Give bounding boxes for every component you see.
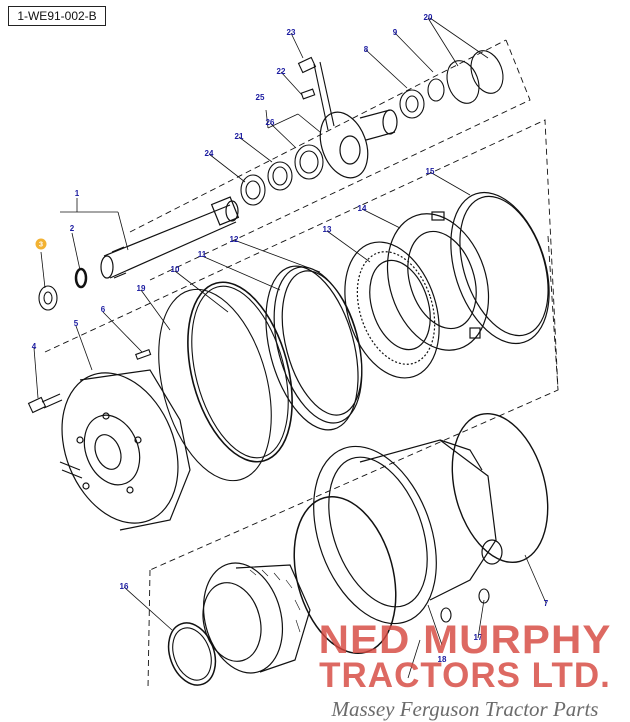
watermark: NED MURPHY TRACTORS LTD. Massey Ferguson…	[300, 620, 630, 722]
seal-ring-part-10	[187, 281, 293, 463]
callout-24[interactable]: 24	[204, 149, 214, 158]
housing-part-5	[59, 369, 191, 531]
callout-21[interactable]: 21	[234, 132, 244, 141]
callout-20[interactable]: 20	[423, 13, 433, 22]
circlip-part-16	[167, 622, 217, 686]
seal-ring-part-19	[158, 288, 272, 482]
seal-part-17	[478, 588, 490, 604]
callout-23[interactable]: 23	[286, 28, 296, 37]
piston-part-11	[265, 265, 363, 431]
seal-ring-part-7	[451, 412, 549, 564]
friction-disc-part-13	[344, 241, 440, 379]
bearing-part-26	[294, 144, 324, 180]
callout-25[interactable]: 25	[255, 93, 265, 102]
callout-12[interactable]: 12	[229, 235, 239, 244]
callout-11[interactable]: 11	[197, 250, 207, 259]
callout-16[interactable]: 16	[119, 582, 129, 591]
clutch-drum-part	[202, 562, 311, 674]
seal-ring-part-18	[293, 495, 397, 655]
callout-8[interactable]: 8	[363, 45, 369, 54]
leader-lines	[33, 17, 547, 679]
circlip-part-9	[427, 78, 445, 102]
callout-22[interactable]: 22	[276, 67, 286, 76]
washer-part-8	[399, 89, 425, 119]
callout-19[interactable]: 19	[136, 284, 146, 293]
plate-part-14	[386, 211, 490, 351]
bolt-part-23	[297, 56, 335, 131]
callout-4[interactable]: 4	[31, 342, 37, 351]
callout-18[interactable]: 18	[437, 655, 447, 664]
carrier-housing-part	[313, 439, 503, 625]
callout-9[interactable]: 9	[392, 28, 398, 37]
pin-part-22	[300, 88, 316, 100]
shaft-part	[100, 196, 240, 279]
drawing-reference-label: 1-WE91-002-B	[8, 6, 106, 26]
callout-17[interactable]: 17	[473, 633, 483, 642]
callout-15[interactable]: 15	[425, 167, 435, 176]
callout-7[interactable]: 7	[543, 599, 549, 608]
plate-part-15	[450, 191, 550, 345]
assembly-boundary-lines	[44, 39, 559, 689]
washer-part-24	[240, 174, 266, 206]
callout-6[interactable]: 6	[100, 305, 106, 314]
callout-5[interactable]: 5	[73, 319, 79, 328]
watermark-line-1: NED MURPHY	[318, 618, 612, 662]
hub-part-25	[319, 109, 398, 179]
callout-14[interactable]: 14	[357, 204, 367, 213]
bolt-part-4	[27, 393, 63, 414]
callout-13[interactable]: 13	[322, 225, 332, 234]
ring-part-21	[267, 161, 293, 191]
callout-2[interactable]: 2	[69, 224, 75, 233]
callout-10[interactable]: 10	[170, 265, 180, 274]
callout-26[interactable]: 26	[265, 118, 275, 127]
watermark-tagline: Massey Ferguson Tractor Parts	[331, 697, 599, 721]
bearing-part-2	[74, 267, 88, 289]
pin-part-6	[135, 349, 152, 360]
seal-rings-part-20	[446, 50, 504, 104]
callout-1[interactable]: 1	[74, 189, 80, 198]
watermark-line-2: TRACTORS LTD.	[319, 656, 611, 695]
washer-part-3	[38, 285, 58, 311]
callout-3[interactable]: 3	[35, 238, 47, 250]
